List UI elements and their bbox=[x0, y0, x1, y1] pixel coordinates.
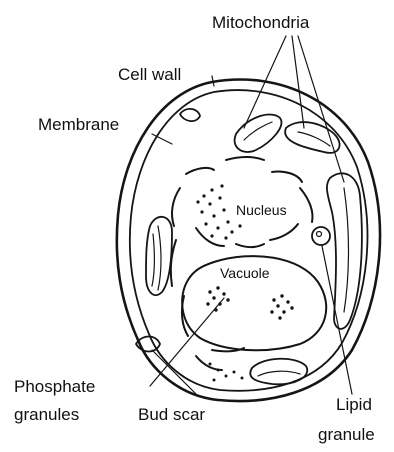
label-cell-wall: Cell wall bbox=[118, 65, 181, 84]
endoplasmic-reticulum bbox=[171, 157, 313, 370]
mitochondrion-4 bbox=[146, 217, 172, 295]
mitochondrion-1 bbox=[235, 115, 282, 152]
label-nucleus: Nucleus bbox=[236, 202, 287, 218]
label-mitochondria: Mitochondria bbox=[212, 13, 310, 32]
label-bud-scar: Bud scar bbox=[138, 405, 205, 424]
nucleus-granules bbox=[196, 184, 241, 239]
mitochondrion-5 bbox=[250, 359, 307, 385]
cell-wall-outline bbox=[117, 80, 380, 402]
label-vacuole: Vacuole bbox=[220, 265, 270, 281]
label-membrane: Membrane bbox=[38, 115, 119, 134]
label-phosphate-line2: granules bbox=[14, 405, 79, 424]
lipid-granule bbox=[312, 227, 330, 245]
bud-scar-top bbox=[180, 109, 200, 121]
label-lipid-line2: granule bbox=[318, 425, 375, 444]
label-lipid-line1: Lipid bbox=[336, 395, 372, 414]
mitochondrion-3 bbox=[327, 173, 362, 329]
cytoplasm-granules bbox=[209, 363, 244, 382]
label-phosphate-line1: Phosphate bbox=[14, 377, 95, 396]
phosphate-granules-cluster-2 bbox=[270, 294, 293, 319]
phosphate-granules-cluster-1 bbox=[206, 286, 229, 311]
